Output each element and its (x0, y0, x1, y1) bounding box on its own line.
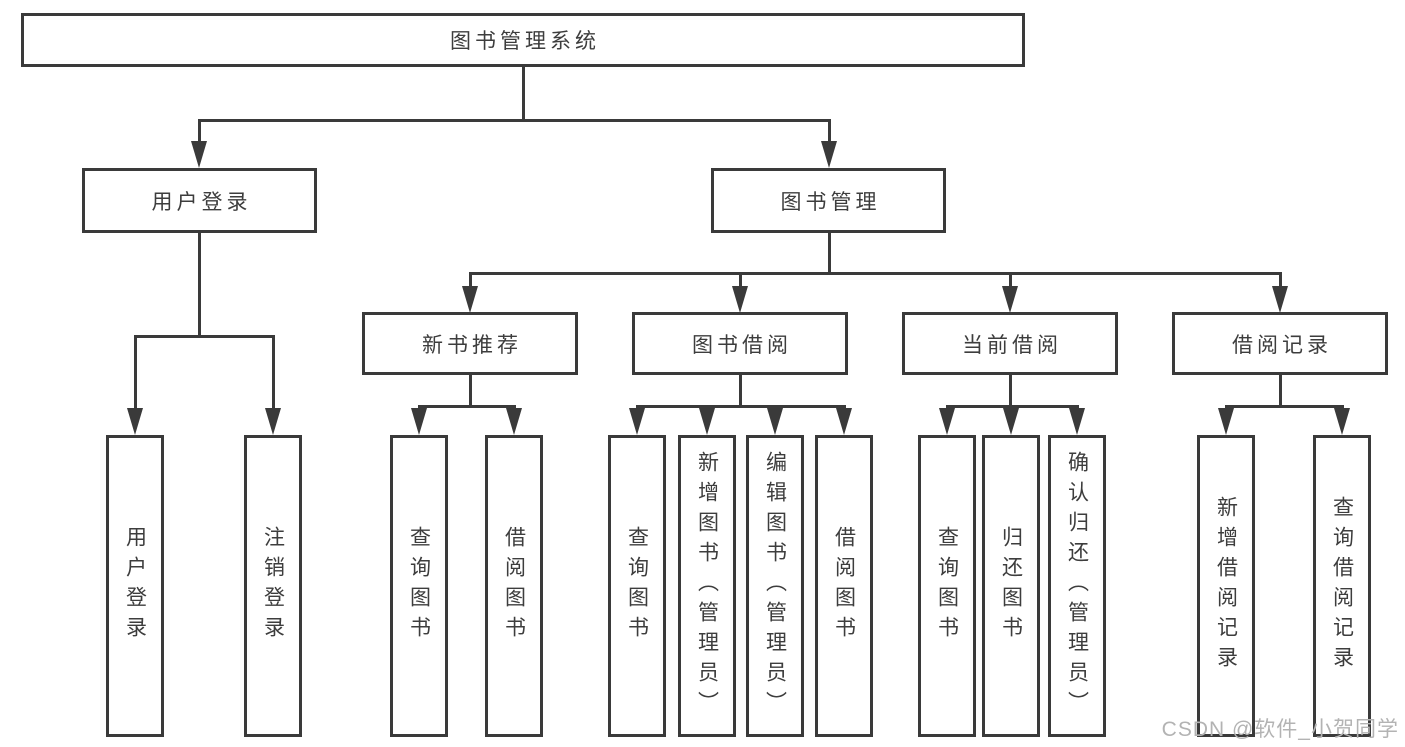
leaf-return-books-label: 归还图书 (999, 526, 1023, 646)
arrow-down-icon (1218, 408, 1234, 435)
leaf-confirm-return-admin-label: 确认归还（管理员） (1065, 451, 1089, 721)
node-book-management-label: 图书管理 (780, 190, 881, 214)
arrow-down-icon (629, 408, 645, 435)
arrow-down-icon (821, 141, 837, 168)
node-current-borrowing-label: 当前借阅 (962, 333, 1062, 357)
connector-vline (198, 119, 201, 146)
arrow-down-icon (699, 408, 715, 435)
arrow-down-icon (265, 408, 281, 435)
leaf-query-books-borrow: 查询图书 (608, 435, 666, 737)
connector-hline (469, 272, 1282, 275)
node-new-book-recommendation-label: 新书推荐 (422, 333, 522, 357)
connector-vline (1009, 272, 1012, 292)
connector-hline (1225, 405, 1344, 408)
connector-vline (828, 233, 831, 275)
leaf-query-books-recommend: 查询图书 (390, 435, 448, 737)
connector-hline (134, 335, 275, 338)
node-borrowing-records-label: 借阅记录 (1232, 333, 1332, 357)
connector-hline (636, 405, 846, 408)
leaf-borrow-books-recommend-label: 借阅图书 (502, 526, 526, 646)
arrow-down-icon (1272, 286, 1288, 313)
connector-vline (828, 119, 831, 146)
arrow-down-icon (836, 408, 852, 435)
connector-vline (198, 233, 201, 338)
leaf-query-books-borrow-label: 查询图书 (625, 526, 649, 646)
leaf-confirm-return-admin: 确认归还（管理员） (1048, 435, 1106, 737)
arrow-down-icon (939, 408, 955, 435)
leaf-borrow-books: 借阅图书 (815, 435, 873, 737)
node-current-borrowing: 当前借阅 (902, 312, 1118, 375)
node-root-label: 图书管理系统 (450, 30, 600, 53)
leaf-add-books-admin: 新增图书（管理员） (678, 435, 736, 737)
leaf-user-login: 用户登录 (106, 435, 164, 737)
arrow-down-icon (767, 408, 783, 435)
node-user-login-label: 用户登录 (151, 190, 252, 214)
arrow-down-icon (1003, 408, 1019, 435)
leaf-edit-books-admin-label: 编辑图书（管理员） (763, 451, 787, 721)
leaf-query-books-current: 查询图书 (918, 435, 976, 737)
connector-vline (134, 335, 137, 412)
arrow-down-icon (1069, 408, 1085, 435)
connector-vline (1009, 375, 1012, 408)
leaf-return-books: 归还图书 (982, 435, 1040, 737)
leaf-add-borrow-record-label: 新增借阅记录 (1214, 496, 1238, 676)
node-new-book-recommendation: 新书推荐 (362, 312, 578, 375)
leaf-query-borrow-record-label: 查询借阅记录 (1330, 496, 1354, 676)
connector-vline (272, 335, 275, 412)
arrow-down-icon (506, 408, 522, 435)
connector-hline (198, 119, 831, 122)
node-book-borrowing: 图书借阅 (632, 312, 848, 375)
connector-vline (739, 272, 742, 292)
connector-vline (469, 375, 472, 408)
arrow-down-icon (127, 408, 143, 435)
arrow-down-icon (191, 141, 207, 168)
node-book-management: 图书管理 (711, 168, 946, 233)
leaf-borrow-books-recommend: 借阅图书 (485, 435, 543, 737)
arrow-down-icon (1002, 286, 1018, 313)
node-user-login: 用户登录 (82, 168, 317, 233)
connector-hline (418, 405, 516, 408)
leaf-logout: 注销登录 (244, 435, 302, 737)
connector-hline (946, 405, 1079, 408)
arrow-down-icon (732, 286, 748, 313)
watermark-text: CSDN @软件_小贺同学 (1161, 718, 1399, 741)
leaf-logout-label: 注销登录 (261, 526, 285, 646)
connector-vline (469, 272, 472, 292)
connector-vline (1279, 375, 1282, 408)
connector-vline (739, 375, 742, 408)
arrow-down-icon (411, 408, 427, 435)
leaf-add-borrow-record: 新增借阅记录 (1197, 435, 1255, 737)
leaf-edit-books-admin: 编辑图书（管理员） (746, 435, 804, 737)
connector-vline (1279, 272, 1282, 292)
arrow-down-icon (1334, 408, 1350, 435)
node-root: 图书管理系统 (21, 13, 1025, 67)
leaf-query-books-recommend-label: 查询图书 (407, 526, 431, 646)
leaf-user-login-label: 用户登录 (123, 526, 147, 646)
connector-vline (522, 67, 525, 122)
leaf-borrow-books-label: 借阅图书 (832, 526, 856, 646)
leaf-query-borrow-record: 查询借阅记录 (1313, 435, 1371, 737)
node-borrowing-records: 借阅记录 (1172, 312, 1388, 375)
arrow-down-icon (462, 286, 478, 313)
leaf-add-books-admin-label: 新增图书（管理员） (695, 451, 719, 721)
node-book-borrowing-label: 图书借阅 (692, 333, 792, 357)
leaf-query-books-current-label: 查询图书 (935, 526, 959, 646)
